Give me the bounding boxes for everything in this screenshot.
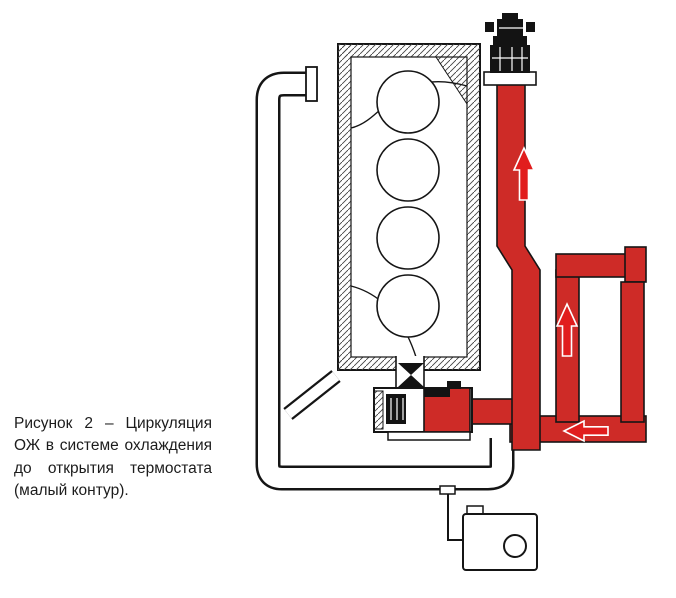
block-corner-section <box>435 56 468 106</box>
flow-arrows <box>512 146 609 443</box>
thermostat-collar <box>493 36 527 46</box>
flow-arrow-up-bypass <box>555 302 579 357</box>
thermostat-lug-right <box>526 22 535 32</box>
thermostat-body <box>490 45 530 73</box>
pump-detail <box>424 388 450 397</box>
heater-top-pipe <box>555 253 631 278</box>
heater-right-pipe <box>620 281 645 423</box>
pump-flange <box>373 390 384 430</box>
thermostat-flange <box>483 71 537 86</box>
tank-port <box>503 534 527 558</box>
pipe-clamp <box>439 485 456 495</box>
thermostat-lug-left <box>485 22 494 32</box>
expansion-tank <box>439 485 538 571</box>
tank-hose-line <box>447 490 464 541</box>
flow-arrow-up-outlet <box>512 146 536 201</box>
cylinder-3 <box>376 206 440 270</box>
radiator-pipe <box>255 66 515 491</box>
pump-channel <box>395 356 425 390</box>
cylinder-4 <box>376 274 440 338</box>
block-wall-right <box>467 44 480 370</box>
engine-block <box>337 43 481 371</box>
radiator-hose-flange <box>305 66 318 102</box>
cylinder-1 <box>376 70 440 134</box>
cylinder-2 <box>376 138 440 202</box>
bypass-valve <box>398 363 424 387</box>
block-wall-left <box>338 44 351 370</box>
pump-bolt <box>447 381 461 389</box>
thermostat-housing <box>483 13 537 86</box>
pump-base-flange <box>387 431 471 441</box>
coolant-small-circuit <box>457 83 647 451</box>
flow-arrow-left-return <box>562 419 609 443</box>
engine-outlet-pipe <box>496 83 541 451</box>
water-pump <box>373 356 473 441</box>
figure-caption: Рисунок 2 – Циркуляция ОЖ в системе охла… <box>14 415 212 500</box>
thermostat-top-fitting <box>502 13 518 20</box>
block-wall-top <box>338 44 480 57</box>
heater-pipe-flange <box>624 246 647 283</box>
